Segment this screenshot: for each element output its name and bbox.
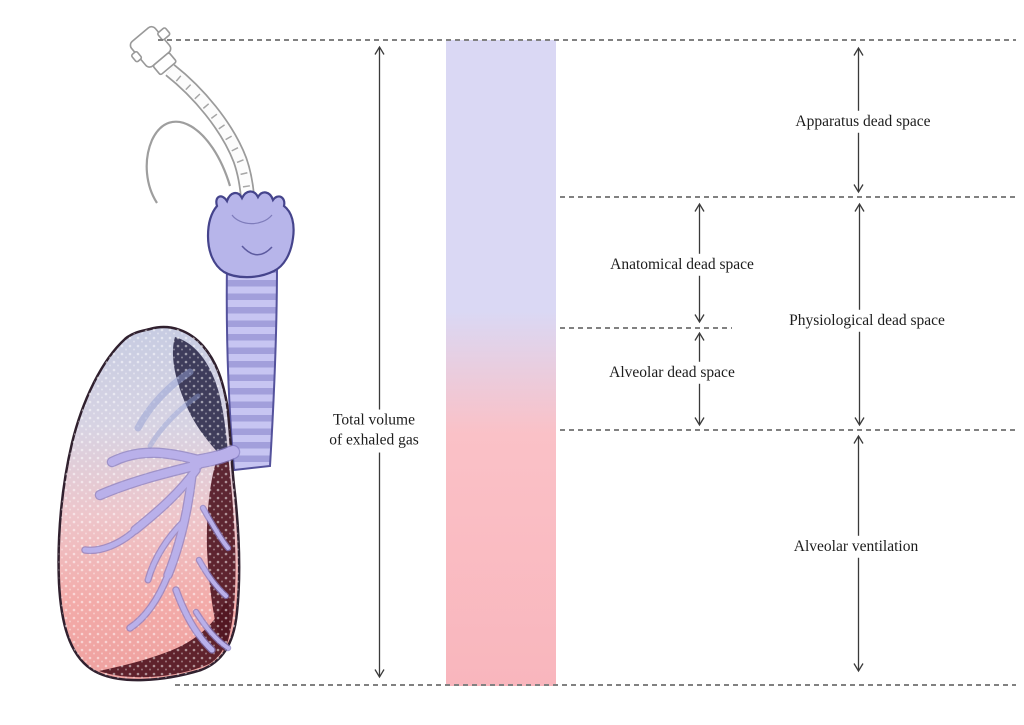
lung-illustration [57, 25, 295, 682]
alveolar-ventilation-label: Alveolar ventilation [787, 535, 925, 559]
bronchial-tree [82, 446, 239, 653]
total-volume-line1: Total volume [333, 411, 415, 429]
top-boundary-line [158, 39, 1016, 41]
pilot-line [145, 120, 232, 204]
alveolar-dead-space-label: Alveolar dead space [603, 361, 741, 385]
anatomical-dead-space-label: Anatomical dead space [604, 253, 760, 277]
anatomical-alveolar-boundary-line [560, 327, 732, 329]
total-volume-arrow [373, 44, 386, 685]
deadspace-ventilation-boundary-line [560, 429, 1016, 431]
bottom-boundary-line [175, 684, 1016, 686]
physiological-dead-space-label: Physiological dead space [783, 309, 951, 333]
exhaled-gas-column [446, 40, 556, 686]
lung-texture [58, 326, 240, 681]
tube-connector [129, 25, 177, 76]
apparatus-dead-space-label: Apparatus dead space [789, 110, 937, 134]
endotracheal-tube [165, 64, 256, 203]
larynx [206, 190, 295, 279]
total-volume-line2: of exhaled gas [329, 432, 419, 449]
trachea [225, 263, 279, 472]
upper-vessels [134, 368, 201, 449]
total-volume-label: Total volume of exhaled gas [323, 409, 425, 453]
apparatus-boundary-line [560, 196, 1016, 198]
